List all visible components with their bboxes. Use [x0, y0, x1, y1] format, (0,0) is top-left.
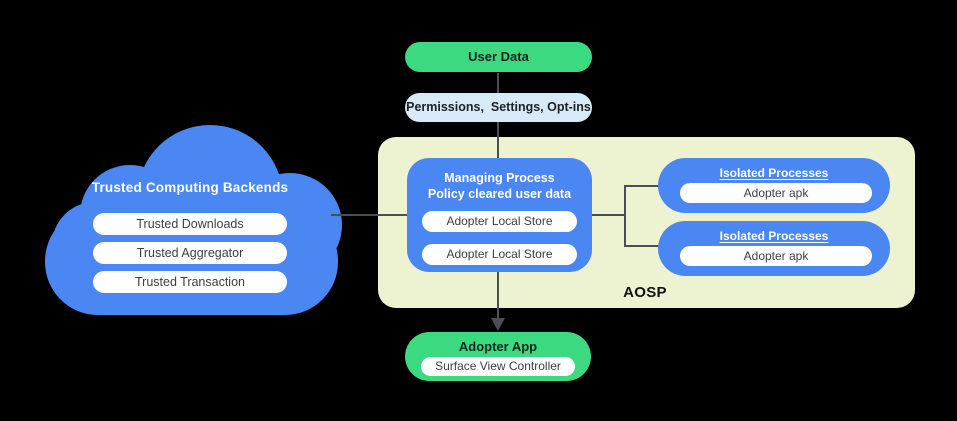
adopter-apk-pill-1: Adopter apk	[680, 183, 872, 203]
managing-process-title-line2: Policy cleared user data	[427, 186, 572, 201]
managing-process-title: Managing Process Policy cleared user dat…	[407, 171, 592, 202]
arrow-down-icon	[491, 318, 505, 331]
surface-view-controller-pill: Surface View Controller	[421, 357, 575, 376]
user-data-node: User Data	[405, 42, 592, 72]
adopter-apk-pill-2: Adopter apk	[680, 246, 872, 266]
bracket-branch-bottom	[624, 245, 660, 247]
isolated-process-title-2: Isolated Processes	[719, 229, 829, 243]
bracket-vertical-line	[624, 185, 626, 247]
managing-process-title-line1: Managing Process	[444, 171, 555, 185]
aosp-label: AOSP	[623, 284, 667, 301]
isolated-process-title-1: Isolated Processes	[719, 166, 829, 180]
connector-cloud-managing	[331, 214, 407, 216]
permissions-node: Permissions, Settings, Opt-ins	[405, 93, 592, 122]
cloud-item-trusted-downloads: Trusted Downloads	[93, 213, 287, 235]
connector-permissions-managing	[497, 122, 499, 158]
bracket-branch-top	[624, 185, 660, 187]
cloud-item-trusted-transaction: Trusted Transaction	[93, 271, 287, 293]
cloud-item-trusted-aggregator: Trusted Aggregator	[93, 242, 287, 264]
connector-managing-bracket	[592, 214, 626, 216]
adopter-app-title: Adopter App	[458, 339, 538, 354]
cloud-title: Trusted Computing Backends	[91, 180, 289, 195]
connector-userdata-permissions	[497, 73, 499, 93]
adopter-local-store-pill-2: Adopter Local Store	[422, 244, 577, 265]
connector-managing-adopterapp	[497, 272, 499, 318]
adopter-local-store-pill-1: Adopter Local Store	[422, 211, 577, 232]
